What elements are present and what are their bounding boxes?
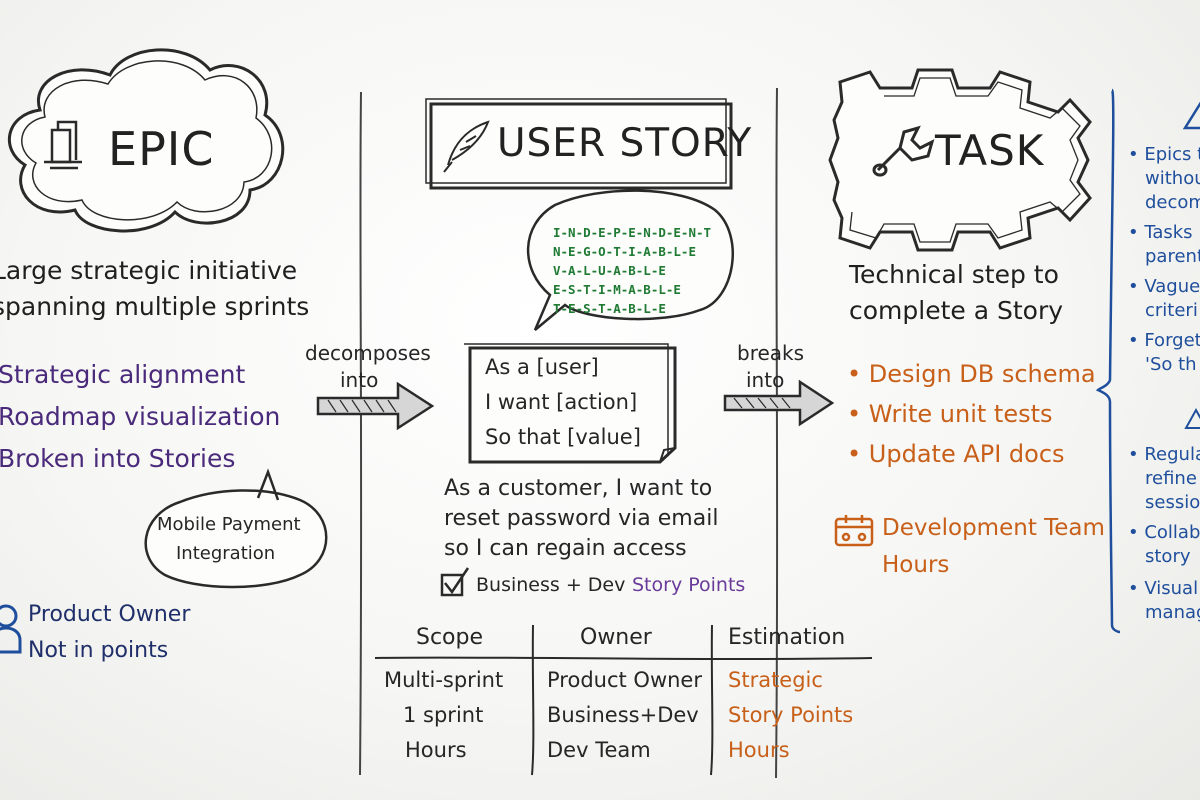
epic-example-line1: Mobile Payment bbox=[157, 514, 301, 535]
practice-1-line3: sessio bbox=[1145, 492, 1200, 513]
task-description-line2: complete a Story bbox=[849, 296, 1064, 325]
wrench-icon bbox=[872, 125, 935, 177]
task-bullet-2: • Write unit tests bbox=[847, 400, 1053, 428]
pitfall-2-line1: • Tasks bbox=[1128, 222, 1193, 243]
story-estimation: Story Points bbox=[632, 574, 746, 596]
epic-description-line1: Large strategic initiative bbox=[0, 256, 298, 285]
story-template-line2: I want [action] bbox=[485, 390, 638, 414]
feather-pen-icon bbox=[443, 120, 490, 173]
story-card bbox=[464, 343, 677, 464]
story-template-line3: So that [value] bbox=[485, 425, 641, 449]
invest-estimable: E-S-T-I-M-A-B-L-E bbox=[553, 282, 681, 297]
table-header-owner: Owner bbox=[580, 625, 652, 650]
pitfall-3-line2: criteri bbox=[1145, 300, 1198, 321]
epic-description-line2: spanning multiple sprints bbox=[0, 292, 310, 321]
epic-flag-icon bbox=[44, 120, 82, 170]
invest-testable: T-E-S-T-A-B-L-E bbox=[553, 301, 666, 316]
epic-cloud bbox=[7, 48, 285, 233]
pitfall-1-line3: decom bbox=[1145, 192, 1200, 213]
task-owner: Development Team bbox=[882, 515, 1105, 541]
pitfall-2-line2: parent bbox=[1145, 246, 1200, 267]
invest-bubble bbox=[526, 189, 735, 331]
story-template-line1: As a [user] bbox=[485, 355, 599, 379]
arrow-right-label-line1: breaks bbox=[737, 341, 805, 365]
team-icon bbox=[834, 515, 874, 547]
pitfall-1-line1: • Epics t bbox=[1128, 144, 1200, 165]
practice-2-line2: story bbox=[1145, 546, 1191, 567]
divider-left bbox=[359, 91, 363, 776]
story-example-line2: reset password via email bbox=[444, 506, 719, 531]
arrow-left-label-line2: into bbox=[340, 368, 379, 392]
epic-bullet-3: Broken into Stories bbox=[0, 444, 236, 473]
table-cell-task-owner: Dev Team bbox=[547, 738, 651, 762]
task-estimation: Hours bbox=[882, 552, 950, 578]
invest-valuable: V-A-L-U-A-B-L-E bbox=[553, 263, 666, 278]
table-cell-task-scope: Hours bbox=[405, 738, 467, 762]
task-description-line1: Technical step to bbox=[849, 260, 1059, 289]
story-owner: Business + Dev bbox=[476, 574, 626, 596]
story-example-line1: As a customer, I want to bbox=[444, 476, 713, 501]
invest-independent: I-N-D-E-P-E-N-D-E-N-T bbox=[553, 225, 712, 240]
epic-title: EPIC bbox=[108, 122, 215, 176]
sidebar-bracket bbox=[1095, 88, 1121, 634]
task-bullet-3: • Update API docs bbox=[847, 440, 1065, 468]
arrow-left-label-line1: decomposes bbox=[305, 341, 431, 365]
table-header-scope: Scope bbox=[416, 625, 484, 650]
person-icon bbox=[0, 604, 22, 654]
checkbox-icon bbox=[440, 567, 470, 597]
epic-estimation: Not in points bbox=[28, 638, 169, 663]
epic-example-line2: Integration bbox=[176, 543, 276, 564]
table-cell-epic-scope: Multi-sprint bbox=[384, 668, 504, 692]
warning-triangle-icon bbox=[1182, 101, 1200, 130]
pitfall-1-line2: withou bbox=[1145, 168, 1200, 189]
practice-triangle-icon bbox=[1184, 407, 1200, 429]
practice-2-line1: • Collab bbox=[1128, 522, 1200, 543]
comparison-table-lines bbox=[374, 624, 873, 776]
task-gear bbox=[828, 68, 1092, 252]
task-title: TASK bbox=[935, 126, 1045, 175]
arrow-breaks bbox=[723, 379, 835, 427]
practice-1-line2: refine bbox=[1145, 468, 1197, 489]
table-cell-story-owner: Business+Dev bbox=[547, 703, 699, 727]
epic-owner: Product Owner bbox=[28, 602, 191, 627]
table-cell-story-scope: 1 sprint bbox=[403, 703, 484, 727]
arrow-right-label-line2: into bbox=[746, 368, 785, 392]
example-epic-bubble bbox=[144, 468, 328, 589]
practice-1-line1: • Regula bbox=[1128, 444, 1200, 465]
epic-bullet-1: Strategic alignment bbox=[0, 360, 246, 389]
invest-negotiable: N-E-G-O-T-I-A-B-L-E bbox=[553, 244, 696, 259]
table-header-estimation: Estimation bbox=[728, 625, 846, 650]
practice-3-line1: • Visual bbox=[1128, 578, 1199, 599]
pitfall-4-line2: 'So th bbox=[1145, 354, 1197, 375]
divider-right bbox=[775, 87, 779, 779]
arrow-decomposes bbox=[316, 381, 435, 431]
story-title-box bbox=[425, 98, 733, 190]
story-title: USER STORY bbox=[497, 121, 753, 166]
table-cell-task-estimation: Hours bbox=[728, 738, 790, 762]
task-bullet-1: • Design DB schema bbox=[847, 360, 1096, 388]
practice-3-line2: manag bbox=[1145, 602, 1200, 623]
epic-bullet-2: Roadmap visualization bbox=[0, 402, 281, 431]
pitfall-3-line1: • Vague bbox=[1128, 276, 1200, 297]
table-cell-epic-owner: Product Owner bbox=[547, 668, 702, 692]
story-example-line3: so I can regain access bbox=[444, 536, 687, 561]
pitfall-4-line1: • Forget bbox=[1128, 330, 1200, 351]
table-cell-story-estimation: Story Points bbox=[728, 703, 854, 727]
table-cell-epic-estimation: Strategic bbox=[728, 668, 823, 692]
